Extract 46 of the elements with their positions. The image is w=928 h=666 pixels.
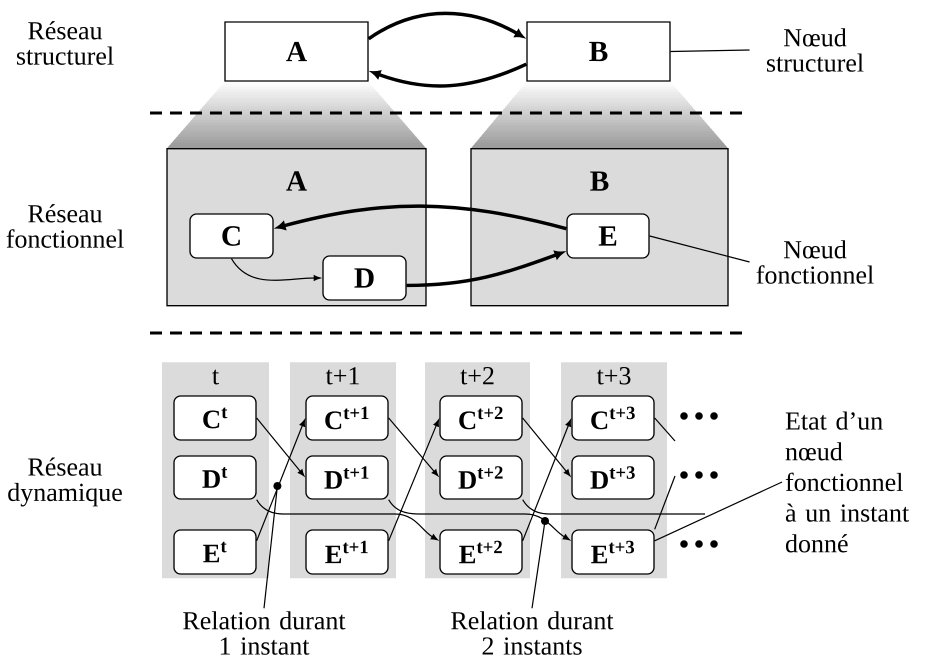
arrow <box>256 420 306 542</box>
arrow <box>371 62 528 88</box>
connector-line <box>522 499 705 515</box>
row-label: Réseau structurel <box>16 21 114 65</box>
annotation-text: Nœud structurel <box>766 28 864 72</box>
rounded-box: D <box>322 255 407 301</box>
state-box: E$^{t+1}$ <box>305 529 389 575</box>
state-box: C$^{t+3}$ <box>571 395 655 441</box>
leader-line <box>670 49 750 52</box>
arrow <box>231 258 321 281</box>
state-box: E$^{t}$ <box>173 529 257 575</box>
leader-line <box>654 481 782 542</box>
arrow <box>256 418 304 476</box>
leader-line <box>650 235 750 263</box>
row-label: Réseau dynamique <box>8 458 122 506</box>
arrow <box>388 420 440 542</box>
arrow <box>522 418 570 476</box>
arrow <box>388 418 438 476</box>
rounded-box: E <box>566 213 650 259</box>
arrow <box>388 499 570 540</box>
arrow <box>256 499 438 540</box>
state-box: D$^{t}$ <box>173 455 257 500</box>
rounded-box: C <box>189 213 274 259</box>
node-box: A <box>224 21 369 82</box>
state-box: D$^{t+1}$ <box>305 455 389 500</box>
annotation-text: Relation durant 1 instant <box>183 611 346 655</box>
state-box: D$^{t+3}$ <box>571 455 655 500</box>
connector-line <box>654 476 676 530</box>
leader-dot <box>273 482 282 490</box>
state-box: D$^{t+2}$ <box>439 455 523 500</box>
arrow <box>522 420 572 542</box>
row-label: Réseau fonctionnel <box>6 204 124 248</box>
connector-line <box>654 418 676 442</box>
state-box: C$^{t}$ <box>173 395 257 441</box>
state-box: C$^{t+2}$ <box>439 395 523 441</box>
leader-dot <box>541 517 549 525</box>
state-box: C$^{t+1}$ <box>305 395 389 441</box>
node-box: B <box>526 21 671 82</box>
arrow <box>368 12 524 40</box>
annotation-text: Relation durant 2 instants <box>451 611 614 655</box>
arrow <box>276 204 567 230</box>
state-box: E$^{t+2}$ <box>439 529 523 575</box>
annotation-text: Etat d’un nœud fonctionnel à un instant donné <box>786 412 910 552</box>
annotation-text: Nœud fonctionnel <box>756 240 874 284</box>
arrow <box>406 250 564 288</box>
state-box: E$^{t+3}$ <box>571 529 655 575</box>
